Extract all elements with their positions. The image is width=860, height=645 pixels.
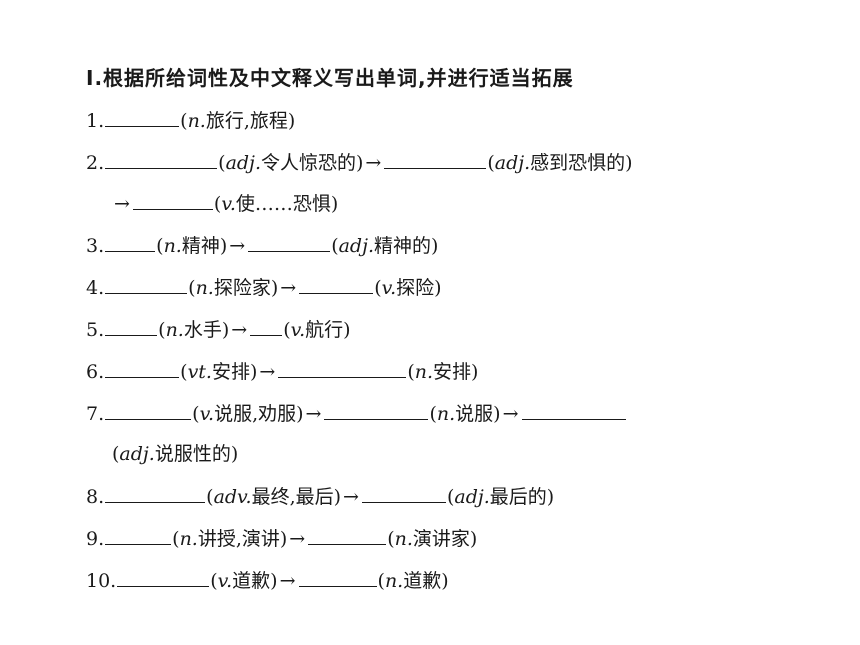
item-7: 7.(v.说服,劝服)→(n.说服)→ (86, 401, 627, 426)
item-number: 2. (86, 152, 105, 174)
answer-blank[interactable] (105, 401, 192, 420)
answer-blank[interactable] (299, 275, 374, 294)
arrow-icon: → (305, 403, 322, 425)
answer-blank[interactable] (250, 317, 283, 336)
item-1: 1.(n.旅行,旅程) (86, 108, 296, 132)
item-number: 9. (86, 528, 105, 550)
arrow-icon: → (279, 570, 296, 592)
answer-blank[interactable] (105, 359, 180, 378)
arrow-icon: → (114, 193, 130, 215)
item-number: 5. (86, 319, 105, 341)
item-10: 10.(v.道歉)→(n.道歉) (86, 568, 449, 592)
item-number: 10. (86, 570, 117, 592)
arrow-icon: → (231, 319, 248, 341)
arrow-icon: → (343, 486, 359, 508)
item-8: 8.(adv.最终,最后)→(adj.最后的) (86, 484, 555, 508)
item-number: 4. (86, 277, 105, 299)
arrow-icon: → (259, 361, 276, 383)
item-2: 2.(adj.令人惊恐的)→(adj.感到恐惧的) (86, 150, 633, 174)
item-6: 6.(vt.安排)→(n.安排) (86, 359, 479, 383)
answer-blank[interactable] (117, 568, 210, 587)
arrow-icon: → (289, 528, 306, 550)
arrow-icon: → (502, 403, 519, 425)
arrow-icon: → (229, 235, 246, 257)
arrow-icon: → (365, 152, 382, 174)
answer-blank[interactable] (105, 484, 206, 503)
answer-blank[interactable] (105, 275, 188, 294)
answer-blank[interactable] (105, 317, 158, 336)
item-3: 3.(n.精神)→(adj.精神的) (86, 233, 439, 257)
answer-blank[interactable] (324, 401, 429, 420)
section-title: Ⅰ.根据所给词性及中文释义写出单词,并进行适当拓展 (86, 66, 574, 90)
answer-blank[interactable] (105, 526, 172, 545)
answer-blank[interactable] (308, 526, 387, 545)
item-7-continued: (adj.说服性的) (112, 443, 239, 465)
item-2-continued: →(v.使……恐惧) (114, 191, 339, 215)
item-number: 8. (86, 486, 105, 508)
answer-blank[interactable] (132, 191, 213, 210)
item-number: 6. (86, 361, 105, 383)
answer-blank[interactable] (521, 401, 626, 420)
answer-blank[interactable] (105, 150, 218, 169)
arrow-icon: → (280, 277, 297, 299)
item-number: 1. (86, 110, 105, 132)
answer-blank[interactable] (298, 568, 377, 587)
item-5: 5.(n.水手)→(v.航行) (86, 317, 351, 341)
item-9: 9.(n.讲授,演讲)→(n.演讲家) (86, 526, 478, 550)
answer-blank[interactable] (384, 150, 487, 169)
item-number: 7. (86, 403, 105, 425)
answer-blank[interactable] (278, 359, 407, 378)
answer-blank[interactable] (248, 233, 331, 252)
item-4: 4.(n.探险家)→(v.探险) (86, 275, 442, 299)
answer-blank[interactable] (105, 108, 180, 127)
answer-blank[interactable] (105, 233, 156, 252)
answer-blank[interactable] (361, 484, 446, 503)
item-number: 3. (86, 235, 105, 257)
